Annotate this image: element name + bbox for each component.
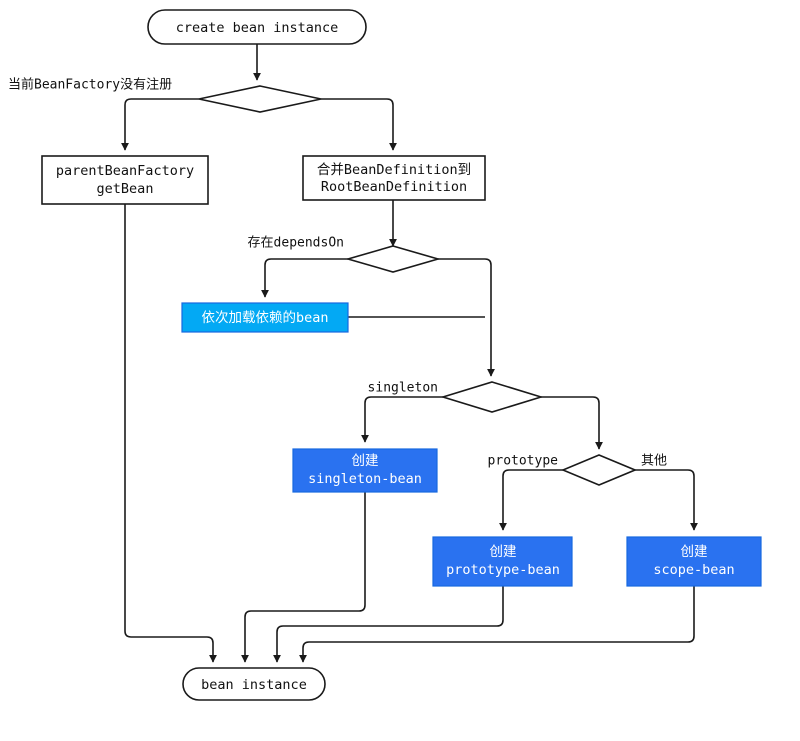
node-decision-prototype-shape [560, 454, 638, 486]
node-create-singleton-bean-shape [292, 448, 438, 493]
edge-depends-to-scope-decision [438, 258, 495, 377]
node-create-prototype-bean-line1: 创建 [490, 544, 517, 560]
edge-label-has-depends-on: 存在dependsOn [248, 236, 344, 251]
node-parent-beanfactory-getbean-line2: getBean [97, 181, 154, 197]
node-create-singleton-bean-line2: singleton-bean [308, 471, 422, 487]
edge-create-prototype-to-end [273, 586, 504, 663]
node-bean-instance[interactable]: bean instance [182, 667, 326, 701]
node-create-bean-instance[interactable]: create bean instance [147, 9, 367, 45]
node-decision-beanfactory-registered[interactable] [198, 85, 322, 113]
node-merge-beandefinition-line2: RootBeanDefinition [321, 179, 467, 195]
node-load-depends-bean-label: 依次加载依赖的bean [201, 310, 328, 326]
node-create-singleton-bean[interactable]: 创建 singleton-bean [292, 448, 438, 493]
edge-scope-to-create-singleton [361, 396, 443, 443]
node-decision-prototype[interactable] [560, 454, 638, 486]
node-merge-beandefinition-line1: 合并BeanDefinition到 [317, 162, 471, 178]
edge-label-prototype: prototype [488, 454, 559, 469]
node-create-prototype-bean-shape [432, 536, 573, 587]
edge-create-singleton-to-end [241, 492, 366, 663]
edge-depends-to-load-depends [261, 258, 348, 298]
node-decision-depends-on[interactable] [345, 245, 441, 273]
node-load-depends-bean-shape [181, 302, 349, 333]
node-decision-scope-shape [440, 381, 544, 413]
node-bean-instance-label: bean instance [201, 677, 307, 693]
node-decision-beanfactory-registered-shape [198, 85, 322, 113]
edge-scope-to-prototype-decision [541, 396, 603, 450]
edge-registered-to-merge-definition [321, 98, 397, 151]
node-merge-beandefinition-shape [302, 155, 486, 201]
node-decision-scope[interactable] [440, 381, 544, 413]
node-create-bean-instance-shape [147, 9, 367, 45]
edge-label-not-registered: 当前BeanFactory没有注册 [8, 77, 172, 93]
node-create-prototype-bean[interactable]: 创建 prototype-bean [432, 536, 573, 587]
node-create-scope-bean[interactable]: 创建 scope-bean [626, 536, 762, 587]
node-create-scope-bean-shape [626, 536, 762, 587]
edge-label-singleton: singleton [368, 381, 438, 396]
edge-label-other: 其他 [641, 454, 667, 469]
edge-prototype-to-create-prototype [499, 469, 563, 531]
edge-registered-to-parent-factory [121, 98, 199, 151]
node-decision-depends-on-shape [345, 245, 441, 273]
node-merge-beandefinition[interactable]: 合并BeanDefinition到 RootBeanDefinition [302, 155, 486, 201]
node-create-singleton-bean-line1: 创建 [352, 453, 379, 469]
node-parent-beanfactory-getbean-shape [41, 155, 209, 205]
node-load-depends-bean[interactable]: 依次加载依赖的bean [181, 302, 349, 333]
node-bean-instance-shape [182, 667, 326, 701]
edge-prototype-to-create-scope [635, 469, 698, 531]
edge-parent-factory-to-end [124, 204, 217, 663]
node-create-bean-instance-label: create bean instance [176, 20, 339, 36]
node-parent-beanfactory-getbean[interactable]: parentBeanFactory getBean [41, 155, 209, 205]
node-create-scope-bean-line2: scope-bean [653, 562, 734, 578]
node-parent-beanfactory-getbean-line1: parentBeanFactory [56, 163, 194, 179]
node-create-prototype-bean-line2: prototype-bean [446, 562, 560, 578]
node-create-scope-bean-line1: 创建 [681, 544, 708, 560]
edge-create-scope-to-end [299, 586, 695, 663]
